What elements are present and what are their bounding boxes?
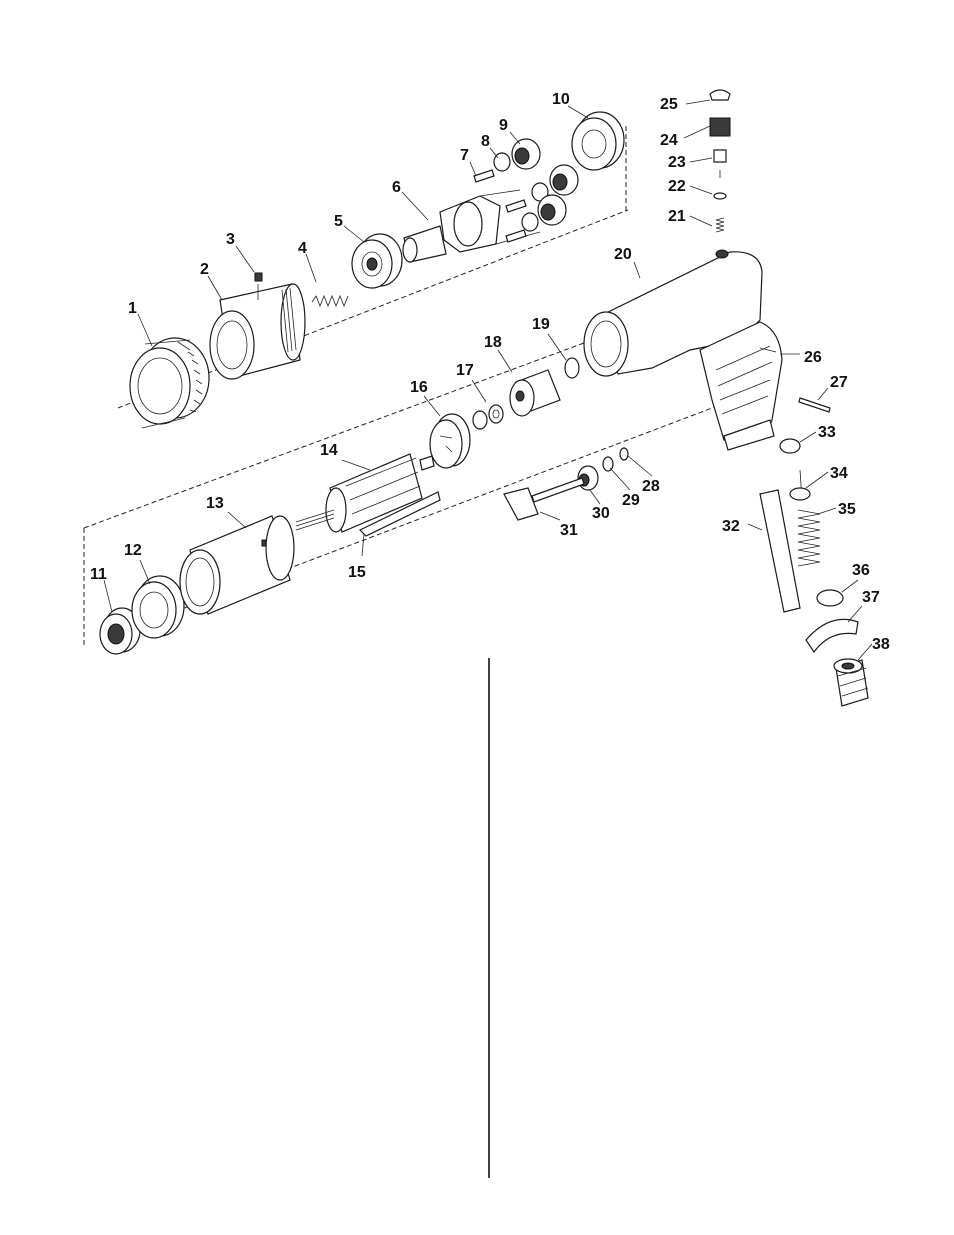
label-part-20: 20: [614, 246, 632, 263]
part-19-o-ring: [565, 358, 579, 378]
part-17-washers: [473, 405, 503, 429]
part-4-spring: [312, 296, 348, 306]
label-part-4: 4: [298, 240, 307, 257]
part-25-cap-screw: [710, 90, 730, 100]
label-part-3: 3: [226, 231, 235, 248]
label-part-22: 22: [668, 178, 686, 195]
label-part-5: 5: [334, 213, 343, 230]
label-part-27: 27: [830, 374, 848, 391]
part-32-handle-cover: [760, 490, 800, 612]
part-21-spring: [716, 218, 724, 232]
label-part-25: 25: [660, 96, 678, 113]
part-20-tool-body: [584, 250, 782, 450]
part-2-threaded-housing: [210, 284, 305, 379]
label-part-31: 31: [560, 522, 578, 539]
part-37-exhaust-deflector: [806, 619, 858, 652]
label-part-35: 35: [838, 501, 856, 518]
part-36-o-ring: [817, 590, 843, 606]
part-27-roll-pin: [799, 398, 830, 412]
label-part-2: 2: [200, 261, 209, 278]
label-part-11: 11: [90, 566, 107, 583]
part-28-o-ring: [620, 448, 628, 460]
part-24-valve-cap: [710, 118, 730, 136]
label-part-16: 16: [410, 379, 428, 396]
part-1-knurled-nut: [130, 338, 209, 428]
label-part-33: 33: [818, 424, 836, 441]
label-part-26: 26: [804, 349, 822, 366]
label-part-10: 10: [552, 91, 570, 108]
label-part-14: 14: [320, 442, 338, 459]
part-29-o-ring: [603, 457, 613, 471]
label-part-17: 17: [456, 362, 474, 379]
label-part-9: 9: [499, 117, 508, 134]
part-35-spring: [798, 510, 820, 566]
label-part-30: 30: [592, 505, 610, 522]
label-part-29: 29: [622, 492, 640, 509]
label-part-21: 21: [668, 208, 686, 225]
label-part-28: 28: [642, 478, 660, 495]
label-part-7: 7: [460, 147, 469, 164]
part-12-end-plate: [132, 576, 184, 638]
label-part-18: 18: [484, 334, 502, 351]
label-part-34: 34: [830, 465, 848, 482]
part-10-bearing: [572, 112, 624, 170]
label-part-23: 23: [668, 154, 686, 171]
part-33-seal: [780, 439, 800, 453]
part-6-spindle-carrier: [403, 190, 540, 262]
part-13-cylinder: [180, 516, 294, 614]
part-14-rotor: [296, 454, 434, 532]
label-part-37: 37: [862, 589, 880, 606]
part-5-bearing: [352, 234, 402, 288]
label-part-12: 12: [124, 542, 142, 559]
label-part-24: 24: [660, 132, 678, 149]
part-16-rear-plate: [430, 414, 470, 468]
part-38-inlet-bushing: [834, 659, 868, 706]
label-part-36: 36: [852, 562, 870, 579]
label-part-6: 6: [392, 179, 401, 196]
label-part-15: 15: [348, 564, 366, 581]
part-23-valve: [714, 150, 726, 178]
label-part-13: 13: [206, 495, 224, 512]
part-9-planet-gear: [512, 139, 578, 225]
label-part-32: 32: [722, 518, 740, 535]
part-34-valve-stem: [790, 470, 810, 500]
label-part-1: 1: [128, 300, 137, 317]
part-22-washer: [714, 193, 726, 199]
label-part-8: 8: [481, 133, 490, 150]
part-18-coupling: [510, 370, 560, 416]
label-part-38: 38: [872, 636, 890, 653]
label-part-19: 19: [532, 316, 550, 333]
